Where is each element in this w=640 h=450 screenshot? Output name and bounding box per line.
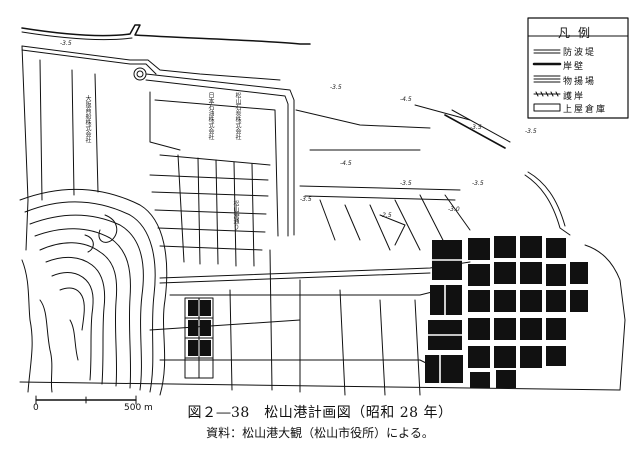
- breakwater-east-2: [451, 109, 511, 143]
- legend-item-warehouse: 上屋倉庫: [563, 105, 608, 115]
- depth-sounding: -3.5: [330, 84, 342, 91]
- legend-title: 凡例: [558, 26, 599, 40]
- label-company-right: 松山石炭株式会社: [234, 92, 241, 140]
- legend-item-quay-wall: 岸壁: [563, 62, 586, 72]
- depth-sounding: -3.5: [472, 180, 484, 187]
- breakwater-east-3: [414, 104, 471, 121]
- depth-sounding: -4.5: [340, 160, 352, 167]
- legend-item-landing-place: 物揚場: [563, 77, 597, 87]
- scale-bar-start-label: 0: [33, 403, 39, 413]
- depth-sounding: -2.5: [380, 212, 392, 219]
- legend-box: [527, 17, 629, 119]
- breakwater-top-inner: [21, 31, 133, 41]
- breakwater-top: [21, 24, 311, 45]
- figure-caption-title: 図２―38 松山港計画図（昭和 28 年）: [187, 405, 453, 421]
- legend-item-seawall: 護岸: [563, 92, 586, 102]
- depth-sounding: -3.5: [470, 124, 482, 131]
- depth-sounding: -3.0: [448, 206, 460, 213]
- depth-sounding: -3.5: [400, 180, 412, 187]
- scale-bar-end-label: 500 m: [124, 403, 153, 413]
- label-street: 松山港通り: [232, 200, 239, 230]
- depth-sounding: -3.5: [60, 40, 72, 47]
- label-company-left: 大阪商船株式会社: [84, 95, 91, 143]
- depth-sounding: -3.5: [525, 128, 537, 135]
- legend-item-breakwater: 防波堤: [563, 48, 597, 58]
- depth-sounding: -4.5: [400, 96, 412, 103]
- breakwater-east-1: [444, 114, 506, 149]
- depth-sounding: -3.5: [300, 196, 312, 203]
- figure-caption-source: 資料：松山港大観（松山市役所）による。: [206, 426, 434, 440]
- label-company-center: 日本石油株式会社: [207, 92, 214, 140]
